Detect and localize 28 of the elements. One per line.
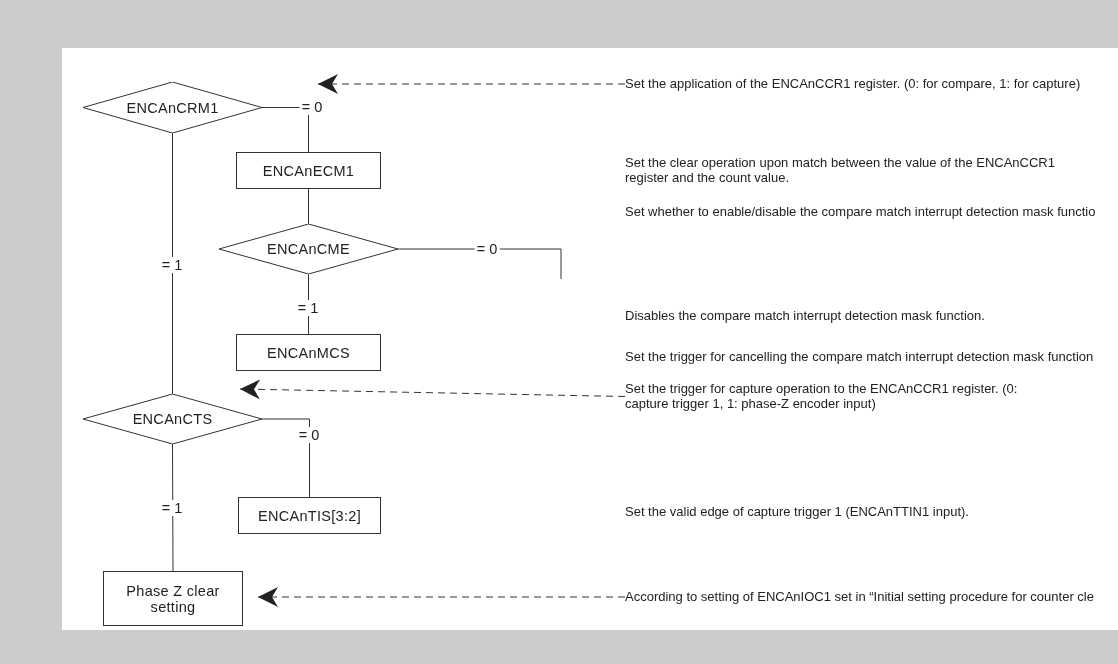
connector-line xyxy=(172,132,173,395)
decision-diamond: ENCAnCME xyxy=(219,224,398,274)
process-box: ENCAnECM1 xyxy=(236,152,381,189)
dashed-arrow xyxy=(317,74,626,94)
connector-line xyxy=(308,188,309,225)
edge-label: = 1 xyxy=(295,300,321,316)
note-text: Set the application of the ENCAnCCR1 register. (0: for compare, 1: for capture) xyxy=(625,76,1100,92)
note-text: Set whether to enable/disable the compare match interrupt detection mask functio xyxy=(625,204,1096,219)
edge-label: = 1 xyxy=(159,500,185,516)
note-text: Set the valid edge of capture trigger 1 (ENCAnTTIN1 input). xyxy=(625,504,969,519)
process-box: Phase Z clear setting xyxy=(103,571,243,626)
dashed-arrow xyxy=(257,587,626,607)
note-text: Set the trigger for cancelling the compare match interrupt detection mask function xyxy=(625,349,1094,364)
connector-line xyxy=(261,418,310,498)
decision-diamond: ENCAnCTS xyxy=(83,394,262,444)
connector-line xyxy=(172,443,174,572)
note-text: Set the clear operation upon match between the value of the ENCAnCCR1 register and the count value. xyxy=(625,155,1056,185)
note-text: According to setting of ENCAnIOC1 set in “Initial setting procedure for counter cle xyxy=(625,589,1117,605)
note-text: Disables the compare match interrupt detection mask function. xyxy=(625,308,985,323)
edge-label: = 0 xyxy=(474,241,500,257)
decision-diamond: ENCAnCRM1 xyxy=(83,82,262,133)
edge-label: = 1 xyxy=(159,257,185,273)
edge-label: = 0 xyxy=(299,99,325,115)
note-text: Set the trigger for capture operation to the ENCAnCCR1 register. (0: capture trigger 1, 1: phase-Z encoder input) xyxy=(625,381,1025,412)
edge-label: = 0 xyxy=(296,427,322,443)
process-box: ENCAnTIS[3:2] xyxy=(238,497,381,534)
dashed-arrow xyxy=(239,379,626,400)
process-box: ENCAnMCS xyxy=(236,334,381,371)
